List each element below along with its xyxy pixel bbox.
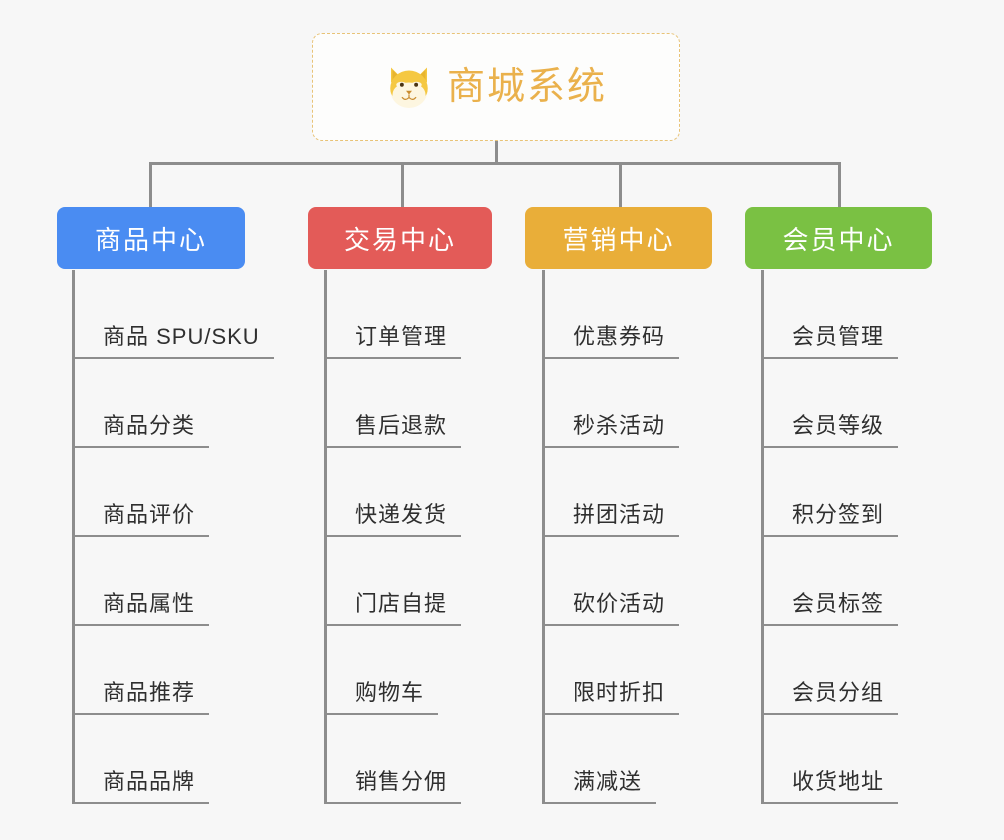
leaf-label: 限时折扣 bbox=[545, 675, 680, 715]
leaf-label: 销售分佣 bbox=[327, 764, 462, 804]
horizontal-bus-connector bbox=[149, 162, 841, 165]
leaf-label: 快递发货 bbox=[327, 497, 462, 537]
column-spine bbox=[72, 270, 75, 804]
leaf-label: 商品评价 bbox=[75, 497, 210, 537]
category-box-marketing-center[interactable]: 营销中心 bbox=[525, 207, 712, 269]
leaf-label: 商品推荐 bbox=[75, 675, 210, 715]
leaf-label: 会员分组 bbox=[764, 675, 899, 715]
column-spine bbox=[761, 270, 764, 804]
root-node[interactable]: 商城系统 bbox=[312, 33, 680, 141]
leaf-label: 会员管理 bbox=[764, 319, 899, 359]
leaf-item[interactable]: 门店自提 bbox=[327, 537, 462, 626]
leaf-label: 砍价活动 bbox=[545, 586, 680, 626]
root-title: 商城系统 bbox=[446, 66, 607, 108]
leaf-item[interactable]: 商品 SPU/SKU bbox=[75, 270, 274, 359]
leaf-label: 积分签到 bbox=[764, 497, 899, 537]
leaf-label: 满减送 bbox=[545, 764, 657, 804]
leaf-label: 会员标签 bbox=[764, 586, 899, 626]
category-box-product-center[interactable]: 商品中心 bbox=[57, 207, 245, 269]
leaf-item[interactable]: 商品品牌 bbox=[75, 715, 210, 804]
leaf-item[interactable]: 订单管理 bbox=[327, 270, 462, 359]
leaf-item[interactable]: 收货地址 bbox=[764, 715, 899, 804]
leaf-label: 售后退款 bbox=[327, 408, 462, 448]
drop-connector-4 bbox=[838, 162, 841, 207]
leaf-item[interactable]: 限时折扣 bbox=[545, 626, 680, 715]
leaf-item[interactable]: 商品分类 bbox=[75, 359, 210, 448]
category-label: 商品中心 bbox=[94, 224, 207, 255]
category-label: 营销中心 bbox=[562, 224, 675, 255]
leaf-item[interactable]: 积分签到 bbox=[764, 448, 899, 537]
leaf-item[interactable]: 会员标签 bbox=[764, 537, 899, 626]
column-spine bbox=[542, 270, 545, 804]
leaf-label: 会员等级 bbox=[764, 408, 899, 448]
shiba-dog-icon bbox=[390, 67, 428, 108]
leaf-label: 秒杀活动 bbox=[545, 408, 680, 448]
leaf-item[interactable]: 销售分佣 bbox=[327, 715, 462, 804]
leaf-label: 门店自提 bbox=[327, 586, 462, 626]
category-label: 交易中心 bbox=[343, 224, 456, 255]
leaf-item[interactable]: 售后退款 bbox=[327, 359, 462, 448]
leaf-item[interactable]: 购物车 bbox=[327, 626, 439, 715]
leaf-item[interactable]: 会员等级 bbox=[764, 359, 899, 448]
leaf-item[interactable]: 商品评价 bbox=[75, 448, 210, 537]
column-spine bbox=[324, 270, 327, 804]
root-stem-connector bbox=[495, 141, 498, 164]
drop-connector-2 bbox=[401, 162, 404, 207]
leaf-item[interactable]: 秒杀活动 bbox=[545, 359, 680, 448]
leaf-item[interactable]: 商品推荐 bbox=[75, 626, 210, 715]
leaf-label: 购物车 bbox=[327, 675, 439, 715]
leaf-label: 商品品牌 bbox=[75, 764, 210, 804]
leaf-label: 商品分类 bbox=[75, 408, 210, 448]
leaf-label: 优惠券码 bbox=[545, 319, 680, 359]
category-label: 会员中心 bbox=[782, 224, 895, 255]
leaf-item[interactable]: 拼团活动 bbox=[545, 448, 680, 537]
leaf-label: 商品属性 bbox=[75, 586, 210, 626]
category-box-member-center[interactable]: 会员中心 bbox=[745, 207, 932, 269]
leaf-item[interactable]: 会员管理 bbox=[764, 270, 899, 359]
drop-connector-3 bbox=[619, 162, 622, 207]
drop-connector-1 bbox=[149, 162, 152, 207]
leaf-item[interactable]: 砍价活动 bbox=[545, 537, 680, 626]
leaf-label: 拼团活动 bbox=[545, 497, 680, 537]
leaf-item[interactable]: 优惠券码 bbox=[545, 270, 680, 359]
leaf-item[interactable]: 满减送 bbox=[545, 715, 657, 804]
category-box-trade-center[interactable]: 交易中心 bbox=[308, 207, 492, 269]
leaf-item[interactable]: 快递发货 bbox=[327, 448, 462, 537]
leaf-label: 订单管理 bbox=[327, 319, 462, 359]
leaf-label: 商品 SPU/SKU bbox=[75, 319, 274, 359]
leaf-item[interactable]: 商品属性 bbox=[75, 537, 210, 626]
leaf-label: 收货地址 bbox=[764, 764, 899, 804]
leaf-item[interactable]: 会员分组 bbox=[764, 626, 899, 715]
